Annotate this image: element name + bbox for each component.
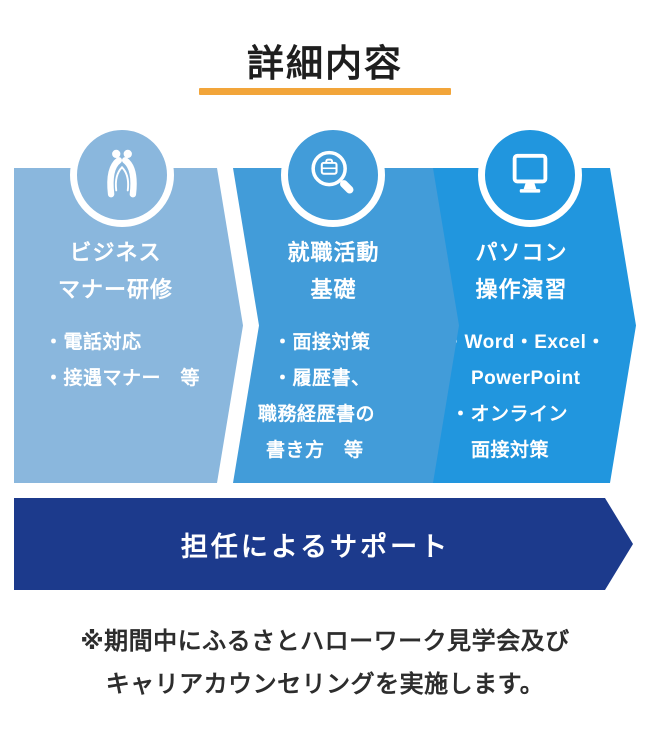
footnote-line: ※期間中にふるさとハローワーク見学会及び bbox=[80, 628, 570, 655]
computer-monitor-icon bbox=[478, 123, 582, 227]
panel-pc-training-bullets: ・Word・Excel・ PowerPoint ・オンライン 面接対策 bbox=[433, 325, 610, 469]
bullet-item: ・面接対策 bbox=[273, 331, 371, 353]
panel-title-line: 就職活動 bbox=[287, 240, 380, 265]
panel-job-hunting-bullets: ・面接対策 ・履歴書、 職務経歴書の 書き方 等 bbox=[233, 325, 434, 469]
bullet-item: ・電話対応 bbox=[44, 331, 142, 353]
footnote: ※期間中にふるさとハローワーク見学会及び キャリアカウンセリングを実施します。 bbox=[0, 620, 650, 706]
bowing-people-icon bbox=[70, 123, 174, 227]
page-title: 詳細内容 bbox=[247, 43, 403, 84]
bullet-item: ・履歴書、 bbox=[273, 367, 371, 389]
bullet-item: 書き方 等 bbox=[266, 440, 364, 462]
bullet-item: PowerPoint bbox=[471, 367, 581, 389]
bullet-item: ・オンライン bbox=[451, 403, 569, 425]
panel-title-line: マナー研修 bbox=[57, 277, 173, 303]
panel-pc-training: パソコン 操作演習 ・Word・Excel・ PowerPoint ・オンライン… bbox=[433, 168, 636, 483]
title-underline bbox=[199, 88, 451, 95]
panel-business-manner-bullets: ・電話対応 ・接遇マナー 等 bbox=[14, 325, 217, 397]
footnote-line: キャリアカウンセリングを実施します。 bbox=[105, 671, 545, 699]
bullet-item: ・接遇マナー 等 bbox=[44, 367, 201, 389]
panel-title-line: パソコン bbox=[475, 240, 568, 265]
support-banner-label: 担任によるサポート bbox=[180, 531, 451, 562]
panel-title-line: 操作演習 bbox=[475, 277, 568, 303]
panel-business-manner-title: ビジネス マナー研修 bbox=[14, 234, 217, 309]
job-search-icon bbox=[281, 123, 385, 227]
bullet-item: 面接対策 bbox=[471, 440, 550, 462]
support-banner: 担任によるサポート bbox=[14, 498, 633, 590]
panel-title-line: ビジネス bbox=[69, 240, 162, 265]
panel-title-line: 基礎 bbox=[310, 277, 357, 303]
panel-job-hunting-title: 就職活動 基礎 bbox=[233, 234, 434, 309]
panel-pc-training-title: パソコン 操作演習 bbox=[433, 234, 610, 309]
bullet-item: 職務経歴書の bbox=[258, 403, 376, 425]
bullet-item: ・Word・Excel・ bbox=[445, 331, 606, 353]
